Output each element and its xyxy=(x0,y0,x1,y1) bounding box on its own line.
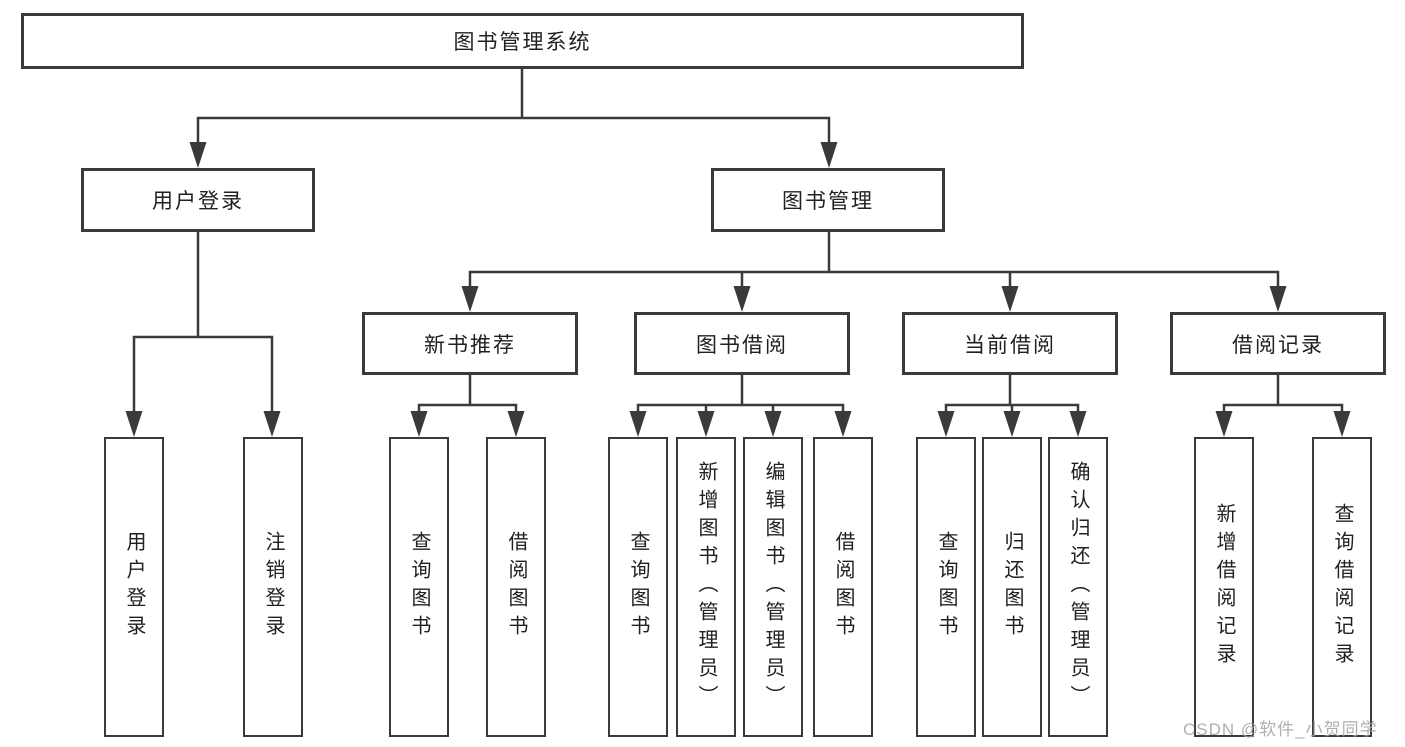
node-label: 用户登录 xyxy=(152,190,244,213)
node-new-book-recommend: 新书推荐 xyxy=(362,312,578,375)
node-label: 图书管理系统 xyxy=(453,31,592,54)
node-book-management: 图书管理 xyxy=(711,168,945,232)
node-label: 注销登录 xyxy=(262,531,284,643)
node-current-borrow: 当前借阅 xyxy=(902,312,1118,375)
arrow-down-icon xyxy=(507,411,525,437)
arrow-down-icon xyxy=(410,411,428,437)
arrow-down-icon xyxy=(189,142,207,168)
arrow-down-icon xyxy=(1333,411,1351,437)
leaf-query-books-recommend: 查询图书 xyxy=(389,437,449,737)
node-label: 新增借阅记录 xyxy=(1213,503,1235,671)
leaf-add-borrow-record: 新增借阅记录 xyxy=(1194,437,1254,737)
leaf-query-books-current: 查询图书 xyxy=(916,437,976,737)
node-label: 查询图书 xyxy=(627,531,649,643)
arrow-down-icon xyxy=(764,411,782,437)
node-label: 编辑图书（管理员） xyxy=(762,461,784,713)
arrow-down-icon xyxy=(629,411,647,437)
node-root: 图书管理系统 xyxy=(21,13,1024,69)
node-label: 查询图书 xyxy=(935,531,957,643)
connector-stems xyxy=(132,69,1344,413)
arrowhead-icons xyxy=(125,142,1351,437)
arrow-down-icon xyxy=(733,286,751,312)
arrow-down-icon xyxy=(1001,286,1019,312)
leaf-edit-book-admin: 编辑图书（管理员） xyxy=(743,437,803,737)
node-label: 查询借阅记录 xyxy=(1331,503,1353,671)
node-label: 查询图书 xyxy=(408,531,430,643)
arrow-down-icon xyxy=(820,142,838,168)
arrow-down-icon xyxy=(834,411,852,437)
node-label: 图书借阅 xyxy=(696,333,788,357)
leaf-borrow-books-recommend: 借阅图书 xyxy=(486,437,546,737)
leaf-return-books: 归还图书 xyxy=(982,437,1042,737)
arrow-down-icon xyxy=(1269,286,1287,312)
leaf-query-books-borrow: 查询图书 xyxy=(608,437,668,737)
node-label: 用户登录 xyxy=(123,531,145,643)
node-label: 当前借阅 xyxy=(964,333,1056,357)
node-label: 确认归还（管理员） xyxy=(1067,461,1089,713)
leaf-add-book-admin: 新增图书（管理员） xyxy=(676,437,736,737)
node-label: 归还图书 xyxy=(1001,531,1023,643)
leaf-query-borrow-record: 查询借阅记录 xyxy=(1312,437,1372,737)
node-label: 借阅图书 xyxy=(505,531,527,643)
leaf-user-login: 用户登录 xyxy=(104,437,164,737)
arrow-down-icon xyxy=(1003,411,1021,437)
arrow-down-icon xyxy=(1069,411,1087,437)
node-label: 图书管理 xyxy=(782,190,874,213)
arrow-down-icon xyxy=(937,411,955,437)
arrow-down-icon xyxy=(1215,411,1233,437)
node-user-login: 用户登录 xyxy=(81,168,315,232)
leaf-borrow-books: 借阅图书 xyxy=(813,437,873,737)
node-borrow-records: 借阅记录 xyxy=(1170,312,1386,375)
node-label: 借阅图书 xyxy=(832,531,854,643)
node-label: 新增图书（管理员） xyxy=(695,461,717,713)
node-label: 借阅记录 xyxy=(1232,333,1324,357)
arrow-down-icon xyxy=(697,411,715,437)
arrow-down-icon xyxy=(461,286,479,312)
leaf-confirm-return-admin: 确认归还（管理员） xyxy=(1048,437,1108,737)
watermark: CSDN @软件_小贺同学 xyxy=(1183,720,1378,739)
arrow-down-icon xyxy=(125,411,143,437)
arrow-down-icon xyxy=(263,411,281,437)
leaf-logout: 注销登录 xyxy=(243,437,303,737)
node-book-borrow: 图书借阅 xyxy=(634,312,850,375)
node-label: 新书推荐 xyxy=(424,333,516,357)
